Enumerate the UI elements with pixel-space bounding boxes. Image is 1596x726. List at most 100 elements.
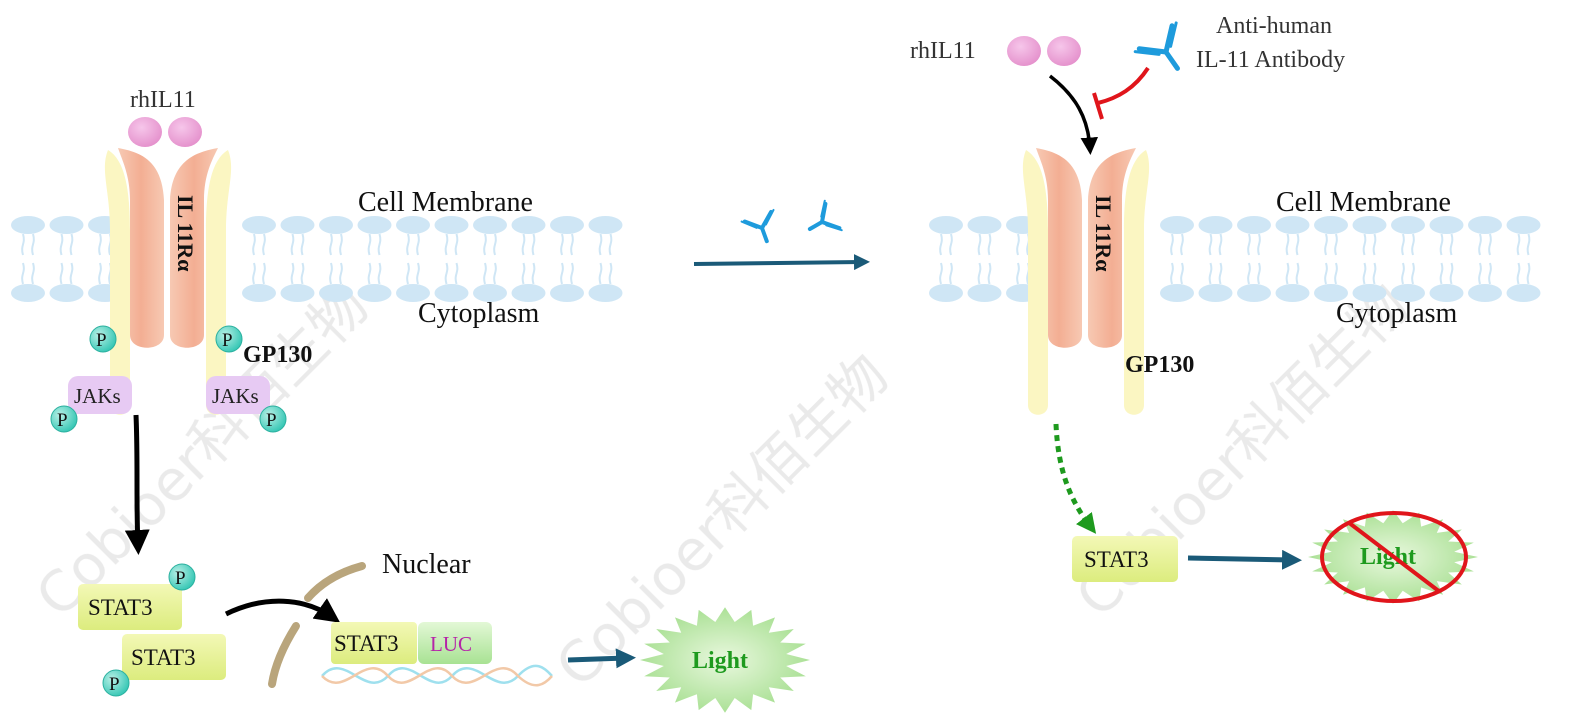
lipid-tail bbox=[1208, 262, 1213, 285]
lipid-tail bbox=[21, 233, 25, 256]
lipid-tail bbox=[252, 262, 256, 285]
left-panel: IL 11Rα rhIL11 Cell Membrane Cytoplasm G… bbox=[50, 87, 810, 713]
antibody-icon bbox=[807, 199, 843, 232]
lipid-head bbox=[473, 216, 507, 234]
lipid-tail bbox=[1488, 262, 1492, 285]
svg-text:P: P bbox=[57, 410, 68, 431]
lipid-tail bbox=[1334, 233, 1338, 256]
lipid-tail bbox=[1170, 233, 1174, 256]
lipid-tail bbox=[31, 262, 35, 285]
lipid-head bbox=[1391, 284, 1425, 302]
stat3-box bbox=[78, 584, 182, 630]
cell-membrane-left bbox=[11, 216, 623, 302]
lipid-tail bbox=[1180, 233, 1184, 256]
lipid-head bbox=[49, 216, 84, 234]
lipid-tail bbox=[1257, 233, 1261, 256]
lipid-tail bbox=[521, 262, 526, 285]
lipid-head bbox=[929, 216, 963, 234]
lipid-tail bbox=[483, 233, 487, 256]
inhibition-bar bbox=[1092, 92, 1104, 120]
lipid-head bbox=[1237, 284, 1271, 302]
transition-arrow bbox=[693, 254, 870, 271]
lipid-tail bbox=[339, 233, 343, 256]
inhibition-line bbox=[1097, 66, 1150, 105]
lipid-tail bbox=[560, 262, 564, 285]
lipid-tail bbox=[69, 262, 74, 285]
nuclear-label: Nuclear bbox=[382, 549, 471, 580]
stat3-label: STAT3 bbox=[88, 595, 153, 620]
lipid-tail bbox=[1016, 233, 1020, 256]
lipid-tail bbox=[949, 262, 953, 285]
lipid-tail bbox=[406, 233, 410, 256]
lipid-head bbox=[319, 216, 353, 234]
lipid-tail bbox=[1334, 262, 1338, 285]
lipid-tail bbox=[1411, 262, 1415, 285]
lipid-tail bbox=[290, 262, 295, 285]
lipid-tail bbox=[252, 233, 256, 256]
lipid-tail bbox=[367, 233, 372, 256]
phospho-group: P bbox=[259, 405, 287, 433]
lipid-tail bbox=[1170, 262, 1174, 285]
lipid-head bbox=[511, 216, 546, 234]
light-burst bbox=[640, 607, 810, 713]
lipid-head bbox=[1391, 216, 1425, 234]
lipid-tail bbox=[1257, 262, 1261, 285]
gp130-chain-right bbox=[1124, 150, 1150, 415]
lipid-tail bbox=[262, 233, 266, 256]
lipid-tail bbox=[1372, 262, 1377, 285]
lipid-head bbox=[1237, 216, 1271, 234]
lipid-tail bbox=[977, 262, 982, 285]
right-panel: IL 11Rα rhIL11 Anti-human IL-11 Antibody… bbox=[910, 13, 1478, 604]
lipid-head bbox=[1314, 216, 1348, 234]
lipid-head bbox=[242, 284, 276, 302]
lipid-tail bbox=[939, 233, 943, 256]
lipid-tail bbox=[300, 262, 305, 285]
lipid-tail bbox=[98, 262, 102, 285]
lipid-tail bbox=[1439, 262, 1444, 285]
binding-arrow bbox=[1048, 74, 1099, 155]
lipid-tail bbox=[339, 262, 343, 285]
expression-arrow bbox=[567, 648, 636, 669]
il11r-chain-right bbox=[170, 148, 218, 348]
lipid-tail bbox=[1449, 262, 1454, 285]
lipid-tail bbox=[977, 233, 982, 256]
lipid-head bbox=[1506, 284, 1541, 302]
lipid-head bbox=[280, 284, 315, 302]
stat3-box bbox=[331, 622, 417, 664]
lipid-tail bbox=[560, 233, 564, 256]
lipid-head bbox=[242, 216, 276, 234]
lipid-tail bbox=[444, 233, 449, 256]
no-light-circle bbox=[1320, 511, 1468, 603]
lipid-tail bbox=[1295, 233, 1300, 256]
lipid-tail bbox=[1218, 233, 1223, 256]
lipid-tail bbox=[1372, 233, 1377, 256]
lipid-tail bbox=[59, 262, 64, 285]
lipid-tail bbox=[367, 262, 372, 285]
luc-label: LUC bbox=[430, 632, 472, 656]
lipid-head bbox=[929, 284, 963, 302]
lipid-tail bbox=[1478, 262, 1482, 285]
receptor-label-right: IL 11Rα bbox=[1091, 195, 1116, 272]
lipid-tail bbox=[1439, 233, 1444, 256]
lipid-tail bbox=[1285, 262, 1290, 285]
stat3-label: STAT3 bbox=[131, 645, 196, 670]
lipid-head bbox=[511, 284, 546, 302]
lipid-head bbox=[588, 284, 623, 302]
lipid-head bbox=[11, 284, 45, 302]
lipid-tail bbox=[31, 233, 35, 256]
lipid-tail bbox=[329, 262, 333, 285]
lipid-tail bbox=[1247, 262, 1251, 285]
lipid-tail bbox=[1247, 233, 1251, 256]
receptor-label-left: IL 11Rα bbox=[173, 195, 198, 272]
lipid-head bbox=[1198, 284, 1233, 302]
lipid-tail bbox=[1526, 233, 1531, 256]
jak-box bbox=[206, 376, 270, 414]
lipid-head bbox=[396, 216, 430, 234]
lipid-head bbox=[280, 216, 315, 234]
lipid-head bbox=[1429, 216, 1464, 234]
lipid-tail bbox=[444, 262, 449, 285]
svg-text:P: P bbox=[109, 674, 120, 695]
lipid-tail bbox=[1401, 233, 1405, 256]
nuclear-envelope bbox=[268, 622, 300, 688]
